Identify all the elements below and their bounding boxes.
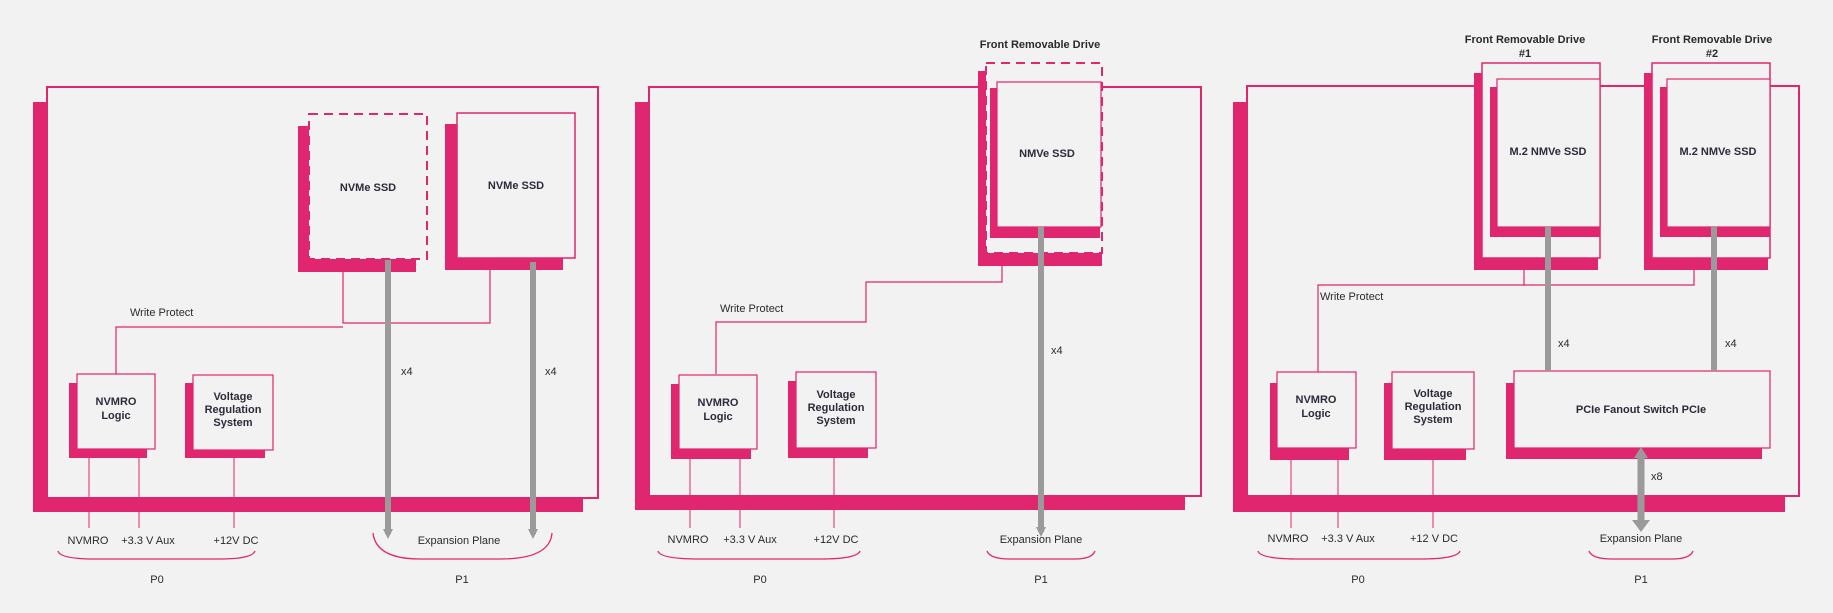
write-protect-label: Write Protect bbox=[720, 303, 783, 315]
panel-1: NVMe SSD NVMe SSD Write Protect NVMRO Lo… bbox=[33, 86, 599, 586]
pin-label-aux: +3.3 V Aux bbox=[723, 534, 777, 546]
nvmro-logic-line-1: NVMRO bbox=[1296, 394, 1337, 406]
voltage-reg-line-2: Regulation bbox=[808, 402, 865, 414]
ssd-fixed-label: NVMe SSD bbox=[488, 180, 544, 192]
bus-3-label: x8 bbox=[1651, 471, 1663, 483]
voltage-reg-line-1: Voltage bbox=[817, 389, 856, 401]
voltage-reg-line-1: Voltage bbox=[1414, 388, 1453, 400]
ssd-2-box bbox=[1666, 78, 1771, 228]
expansion-plane-label: Expansion Plane bbox=[1000, 534, 1083, 546]
bus-3-arrow-up bbox=[1634, 447, 1648, 458]
nvmro-logic-line-2: Logic bbox=[703, 411, 732, 423]
pin-label-12v: +12 V DC bbox=[1410, 533, 1458, 545]
nvmro-logic-line-2: Logic bbox=[1301, 408, 1330, 420]
panel-2: Front Removable Drive NMVe SSD Write Pro… bbox=[635, 39, 1202, 586]
p1-bracket bbox=[986, 550, 1096, 560]
p0-bracket bbox=[57, 550, 256, 560]
ssd-1-box bbox=[1496, 78, 1601, 228]
panel-3: Front Removable Drive #1 Front Removable… bbox=[1233, 34, 1800, 586]
pin-label-aux: +3.3 V Aux bbox=[121, 535, 175, 547]
ssd-removable-box bbox=[308, 113, 428, 260]
nvmro-logic-line-1: NVMRO bbox=[698, 397, 739, 409]
nvmro-logic-line-2: Logic bbox=[101, 410, 130, 422]
p0-label: P0 bbox=[1351, 574, 1364, 586]
ssd-1-label: M.2 NMVe SSD bbox=[1509, 146, 1586, 158]
pin-label-nvmro: NVMRO bbox=[1268, 533, 1309, 545]
pin-label-aux: +3.3 V Aux bbox=[1321, 533, 1375, 545]
nvmro-logic-line-1: NVMRO bbox=[96, 396, 137, 408]
nvmro-logic-box bbox=[678, 374, 758, 450]
p1-bracket bbox=[372, 532, 553, 560]
ssd-removable-label: NVMe SSD bbox=[340, 182, 396, 194]
write-protect-bus bbox=[1523, 270, 1695, 286]
voltage-reg-box bbox=[795, 371, 877, 449]
voltage-reg-line-3: System bbox=[213, 417, 252, 429]
voltage-reg-line-1: Voltage bbox=[214, 391, 253, 403]
write-protect-line bbox=[115, 326, 343, 375]
voltage-reg-box bbox=[192, 374, 274, 451]
ssd-label: NMVe SSD bbox=[1019, 148, 1075, 160]
bus-2-label: x4 bbox=[1725, 338, 1737, 350]
write-protect-bus bbox=[342, 270, 491, 324]
voltage-reg-box bbox=[1391, 371, 1475, 450]
drive-title: Front Removable Drive bbox=[980, 39, 1100, 51]
p0-label: P0 bbox=[753, 574, 766, 586]
p1-label: P1 bbox=[1634, 574, 1647, 586]
bus-label: x4 bbox=[1051, 345, 1063, 357]
write-protect-line bbox=[715, 266, 1003, 374]
p0-bracket bbox=[1257, 550, 1461, 560]
expansion-plane-label: Expansion Plane bbox=[418, 535, 501, 547]
expansion-plane-label: Expansion Plane bbox=[1600, 533, 1683, 545]
p1-label: P1 bbox=[455, 574, 468, 586]
bus-1-label: x4 bbox=[1558, 338, 1570, 350]
voltage-reg-line-2: Regulation bbox=[1405, 401, 1462, 413]
bus-2-label: x4 bbox=[545, 366, 557, 378]
write-protect-label: Write Protect bbox=[130, 307, 193, 319]
voltage-reg-line-3: System bbox=[1413, 414, 1452, 426]
pin-label-nvmro: NVMRO bbox=[668, 534, 709, 546]
ssd-fixed-box bbox=[456, 112, 576, 259]
bus-3-arrow-down bbox=[1632, 520, 1650, 532]
pcie-switch-label: PCIe Fanout Switch PCIe bbox=[1576, 404, 1706, 416]
pcie-switch-box bbox=[1513, 370, 1771, 449]
pin-label-12v: +12V DC bbox=[814, 534, 859, 546]
bus-1-label: x4 bbox=[401, 366, 413, 378]
write-protect-line bbox=[1317, 284, 1524, 372]
p0-label: P0 bbox=[150, 574, 163, 586]
drive-2-title-line-2: #2 bbox=[1706, 48, 1718, 60]
drive-1-title-line-1: Front Removable Drive bbox=[1465, 34, 1585, 46]
ssd-2-label: M.2 NMVe SSD bbox=[1679, 146, 1756, 158]
p1-bracket bbox=[1588, 550, 1694, 560]
p0-bracket bbox=[657, 550, 861, 560]
p1-label: P1 bbox=[1034, 574, 1047, 586]
voltage-reg-line-3: System bbox=[816, 415, 855, 427]
drive-2-title-line-1: Front Removable Drive bbox=[1652, 34, 1772, 46]
write-protect-label: Write Protect bbox=[1320, 291, 1383, 303]
ssd-box bbox=[996, 81, 1102, 228]
drive-1-title-line-2: #1 bbox=[1519, 48, 1531, 60]
pin-label-12v: +12V DC bbox=[214, 535, 259, 547]
nvmro-logic-box bbox=[76, 373, 156, 450]
voltage-reg-line-2: Regulation bbox=[205, 404, 262, 416]
pin-label-nvmro: NVMRO bbox=[68, 535, 109, 547]
nvmro-logic-box bbox=[1276, 371, 1357, 449]
